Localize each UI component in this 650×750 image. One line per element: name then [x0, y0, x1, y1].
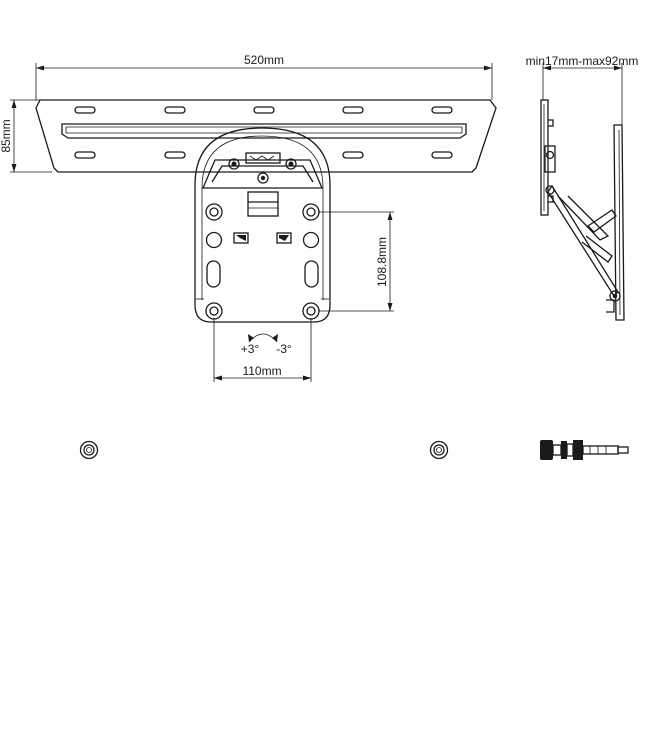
washer-left-icon	[79, 440, 99, 460]
wall-rail	[35, 99, 497, 173]
height-dimension: 85mm	[0, 99, 52, 173]
vertical-spacing-dimension: 108.8mm	[318, 211, 394, 312]
width-dimension: 520mm	[35, 53, 493, 100]
horizontal-spacing-label: 110mm	[242, 364, 281, 378]
depth-dimension: min17mm-max92mm	[526, 54, 639, 125]
side-view: min17mm-max92mm	[526, 54, 639, 321]
bolt-icon	[540, 440, 629, 460]
height-label: 85mm	[0, 119, 13, 152]
tilt-minus-label: -3°	[276, 342, 292, 356]
washer-right-icon	[429, 440, 449, 460]
hardware-row	[79, 440, 629, 460]
front-view: 520mm 85mm	[0, 53, 497, 382]
depth-label: min17mm-max92mm	[526, 54, 639, 68]
vertical-spacing-label: 108.8mm	[375, 237, 389, 287]
side-profile	[540, 99, 625, 321]
horizontal-spacing-dimension: 110mm	[213, 318, 312, 382]
tilt-plus-label: +3°	[241, 342, 260, 356]
tilt-indicator: +3° -3°	[241, 333, 292, 356]
center-plate	[194, 127, 331, 323]
width-label: 520mm	[244, 53, 284, 67]
